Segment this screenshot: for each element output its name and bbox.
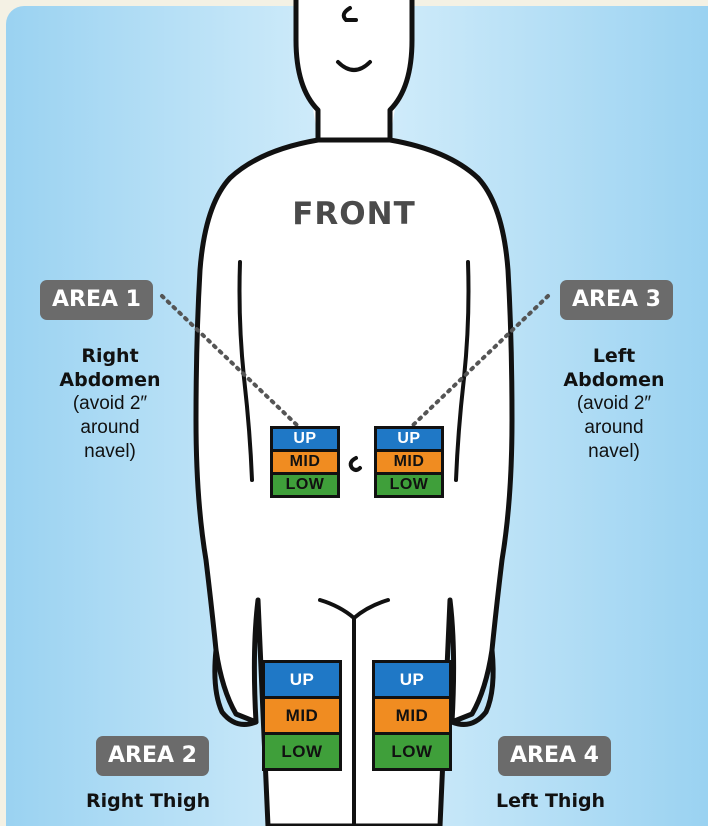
- area-1-description: Right Abdomen (avoid 2″ around navel): [40, 344, 180, 464]
- area-4-zone-mid: MID: [375, 699, 449, 732]
- area-3-zone-low: LOW: [377, 475, 441, 495]
- area-1-zone-grid: UP MID LOW: [270, 426, 340, 498]
- view-label-front: FRONT: [0, 196, 708, 232]
- area-3-name-line2: Abdomen: [544, 368, 684, 392]
- area-4-zone-up: UP: [375, 663, 449, 696]
- area-1-note-line1: (avoid 2″: [40, 392, 180, 416]
- area-3-zone-grid: UP MID LOW: [374, 426, 444, 498]
- area-2-zone-mid: MID: [265, 699, 339, 732]
- area-2-zone-low: LOW: [265, 735, 339, 768]
- area-3-note-line3: navel): [544, 440, 684, 464]
- area-1-note-line2: around: [40, 416, 180, 440]
- area-2-zone-up: UP: [265, 663, 339, 696]
- area-1-note-line3: navel): [40, 440, 180, 464]
- area-1-zone-low: LOW: [273, 475, 337, 495]
- area-3-note-line2: around: [544, 416, 684, 440]
- area-3-name-line1: Left: [544, 344, 684, 368]
- area-4-badge: AREA 4: [498, 736, 611, 776]
- area-1-badge: AREA 1: [40, 280, 153, 320]
- area-1-zone-up: UP: [273, 429, 337, 449]
- area-2-badge: AREA 2: [96, 736, 209, 776]
- area-4-zone-grid: UP MID LOW: [372, 660, 452, 771]
- area-3-zone-mid: MID: [377, 452, 441, 472]
- area-3-badge: AREA 3: [560, 280, 673, 320]
- area-1-zone-mid: MID: [273, 452, 337, 472]
- area-4-zone-low: LOW: [375, 735, 449, 768]
- area-1-name-line1: Right: [40, 344, 180, 368]
- area-1-name-line2: Abdomen: [40, 368, 180, 392]
- area-3-zone-up: UP: [377, 429, 441, 449]
- area-2-zone-grid: UP MID LOW: [262, 660, 342, 771]
- area-3-note-line1: (avoid 2″: [544, 392, 684, 416]
- area-2-name: Right Thigh: [86, 790, 210, 812]
- area-4-name: Left Thigh: [496, 790, 605, 812]
- area-3-description: Left Abdomen (avoid 2″ around navel): [544, 344, 684, 464]
